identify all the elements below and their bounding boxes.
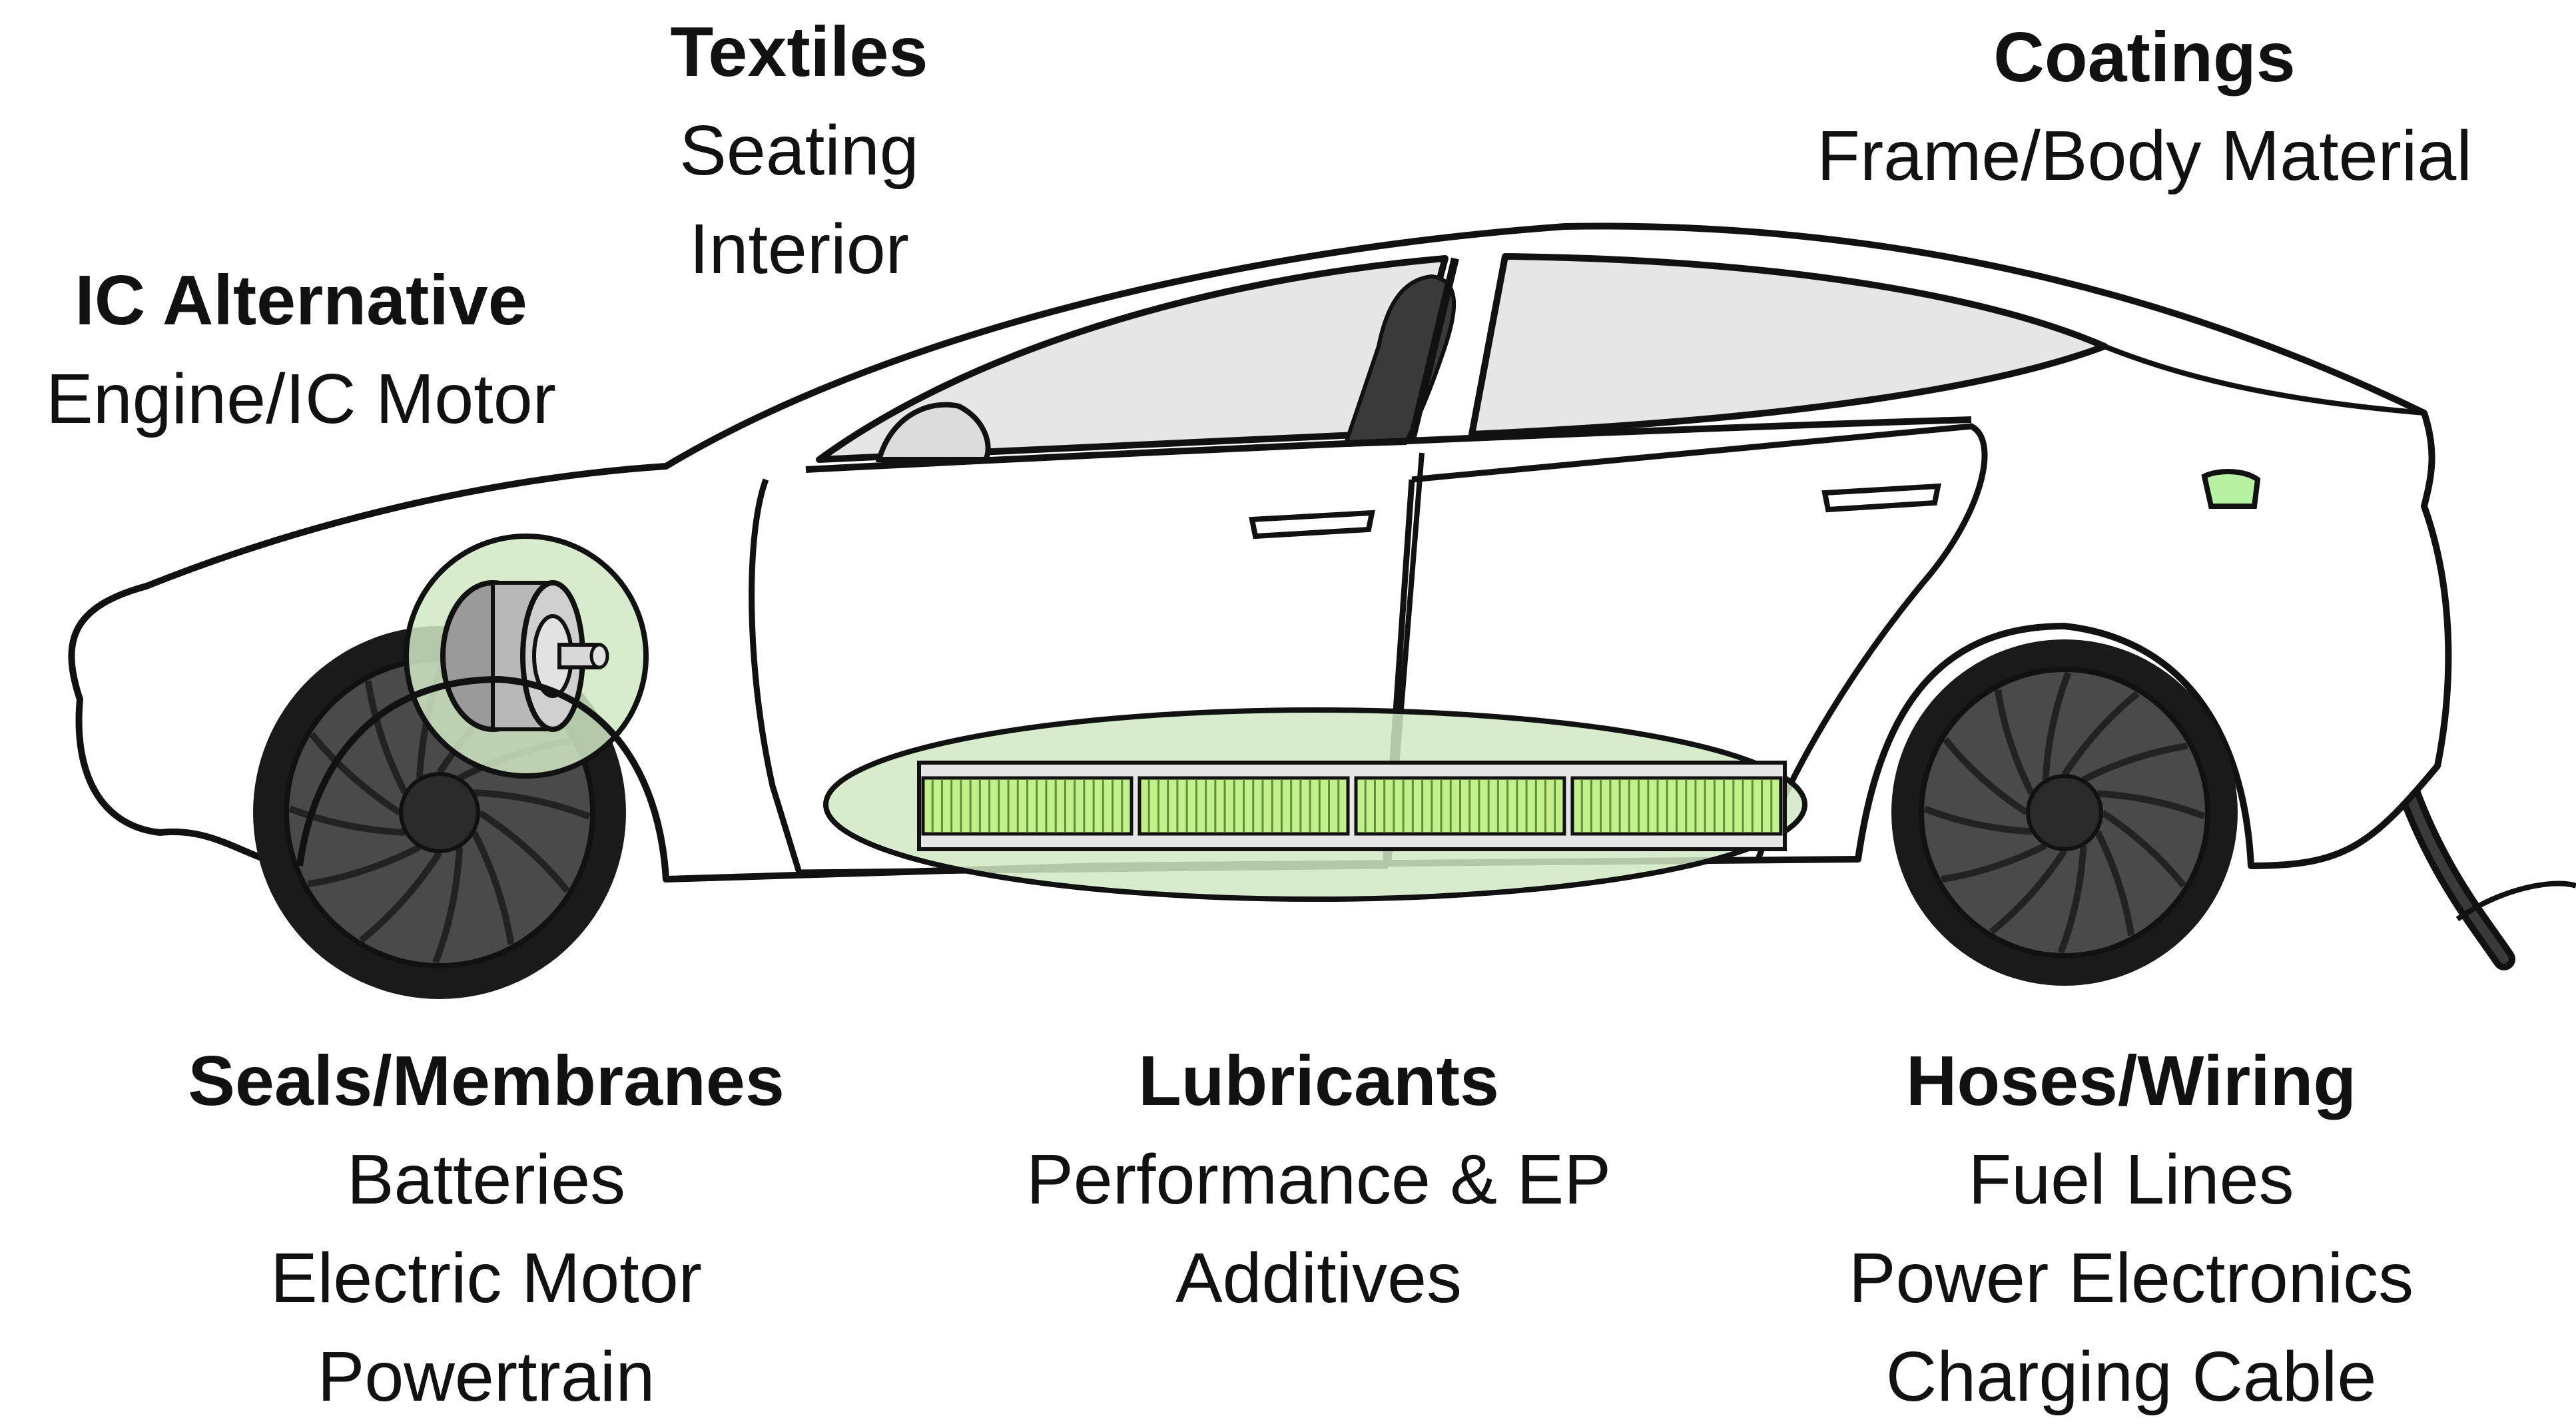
ground-curve bbox=[2455, 881, 2576, 922]
rear-wheel bbox=[1891, 639, 2238, 986]
wheel-spoke bbox=[2097, 790, 2206, 820]
label-line: Electric Motor bbox=[270, 1239, 702, 1317]
steering-wheel bbox=[875, 402, 991, 462]
wheel-spoke bbox=[2082, 742, 2188, 783]
rear-window bbox=[1468, 253, 2108, 438]
label-ic-alternative: IC Alternative Engine/IC Motor bbox=[15, 265, 587, 434]
label-title: Lubricants bbox=[1138, 1042, 1499, 1120]
front-door-handle bbox=[1249, 510, 1375, 539]
rear-door-handle bbox=[1821, 483, 1941, 513]
wheel-spoke bbox=[1923, 805, 2032, 835]
wheel-spoke bbox=[474, 789, 591, 820]
label-line: Interior bbox=[689, 210, 909, 288]
front-door bbox=[749, 478, 1415, 876]
wheel-spoke bbox=[2100, 809, 2186, 888]
wheel-spoke bbox=[432, 847, 463, 964]
wheel-spoke bbox=[1943, 737, 2029, 816]
label-line: Seating bbox=[679, 111, 919, 190]
label-title: Seals/Membranes bbox=[188, 1042, 785, 1120]
front-window bbox=[816, 255, 1449, 463]
label-line: Fuel Lines bbox=[1968, 1140, 2294, 1219]
wheel-spoke bbox=[471, 831, 515, 945]
wheel-spoke bbox=[2042, 671, 2072, 780]
roof-line bbox=[805, 416, 1972, 473]
label-title: IC Alternative bbox=[75, 261, 527, 340]
b-pillar bbox=[1408, 257, 1459, 441]
wheel-spoke bbox=[309, 732, 402, 816]
wheel-spoke bbox=[1994, 689, 2035, 795]
label-title: Textiles bbox=[670, 13, 928, 91]
label-lubricants: Lubricants Performance & EP Additives bbox=[972, 1046, 1665, 1313]
rear-hatch-line bbox=[2103, 344, 2425, 416]
charge-port bbox=[2201, 469, 2261, 509]
label-line: Additives bbox=[1175, 1239, 1462, 1317]
label-line: Powertrain bbox=[317, 1337, 655, 1416]
label-title: Coatings bbox=[1993, 18, 2296, 97]
electric-motor-highlight bbox=[404, 534, 649, 779]
label-coatings: Coatings Frame/Body Material bbox=[1771, 22, 2517, 191]
wheel-arch-front bbox=[296, 675, 669, 880]
battery-pack-highlight bbox=[823, 707, 1807, 902]
wheel-spoke bbox=[288, 805, 406, 836]
wheel-spoke bbox=[478, 809, 570, 893]
rear-door bbox=[1411, 423, 1988, 861]
label-seals-membranes: Seals/Membranes Batteries Electric Motor… bbox=[113, 1046, 859, 1412]
label-hoses-wiring: Hoses/Wiring Fuel Lines Power Electronic… bbox=[1785, 1046, 2477, 1412]
label-line: Charging Cable bbox=[1885, 1337, 2377, 1416]
wheel-spoke bbox=[1941, 842, 2047, 883]
label-line: Frame/Body Material bbox=[1817, 117, 2472, 195]
wheel-spoke bbox=[307, 844, 422, 888]
wheel-spoke bbox=[2094, 830, 2135, 936]
wheel-spoke bbox=[364, 680, 408, 795]
label-title: Hoses/Wiring bbox=[1905, 1042, 2357, 1120]
wheel-spoke bbox=[359, 851, 443, 943]
label-line: Engine/IC Motor bbox=[46, 360, 556, 438]
label-line: Performance & EP bbox=[1026, 1140, 1611, 1219]
wheel-spoke bbox=[2061, 691, 2140, 777]
label-textiles: Textiles Seating Interior bbox=[586, 17, 1012, 284]
label-line: Batteries bbox=[346, 1140, 626, 1219]
label-line: Power Electronics bbox=[1848, 1239, 2414, 1317]
wheel-spoke bbox=[1989, 849, 2068, 934]
wheel-spoke bbox=[2057, 845, 2087, 954]
